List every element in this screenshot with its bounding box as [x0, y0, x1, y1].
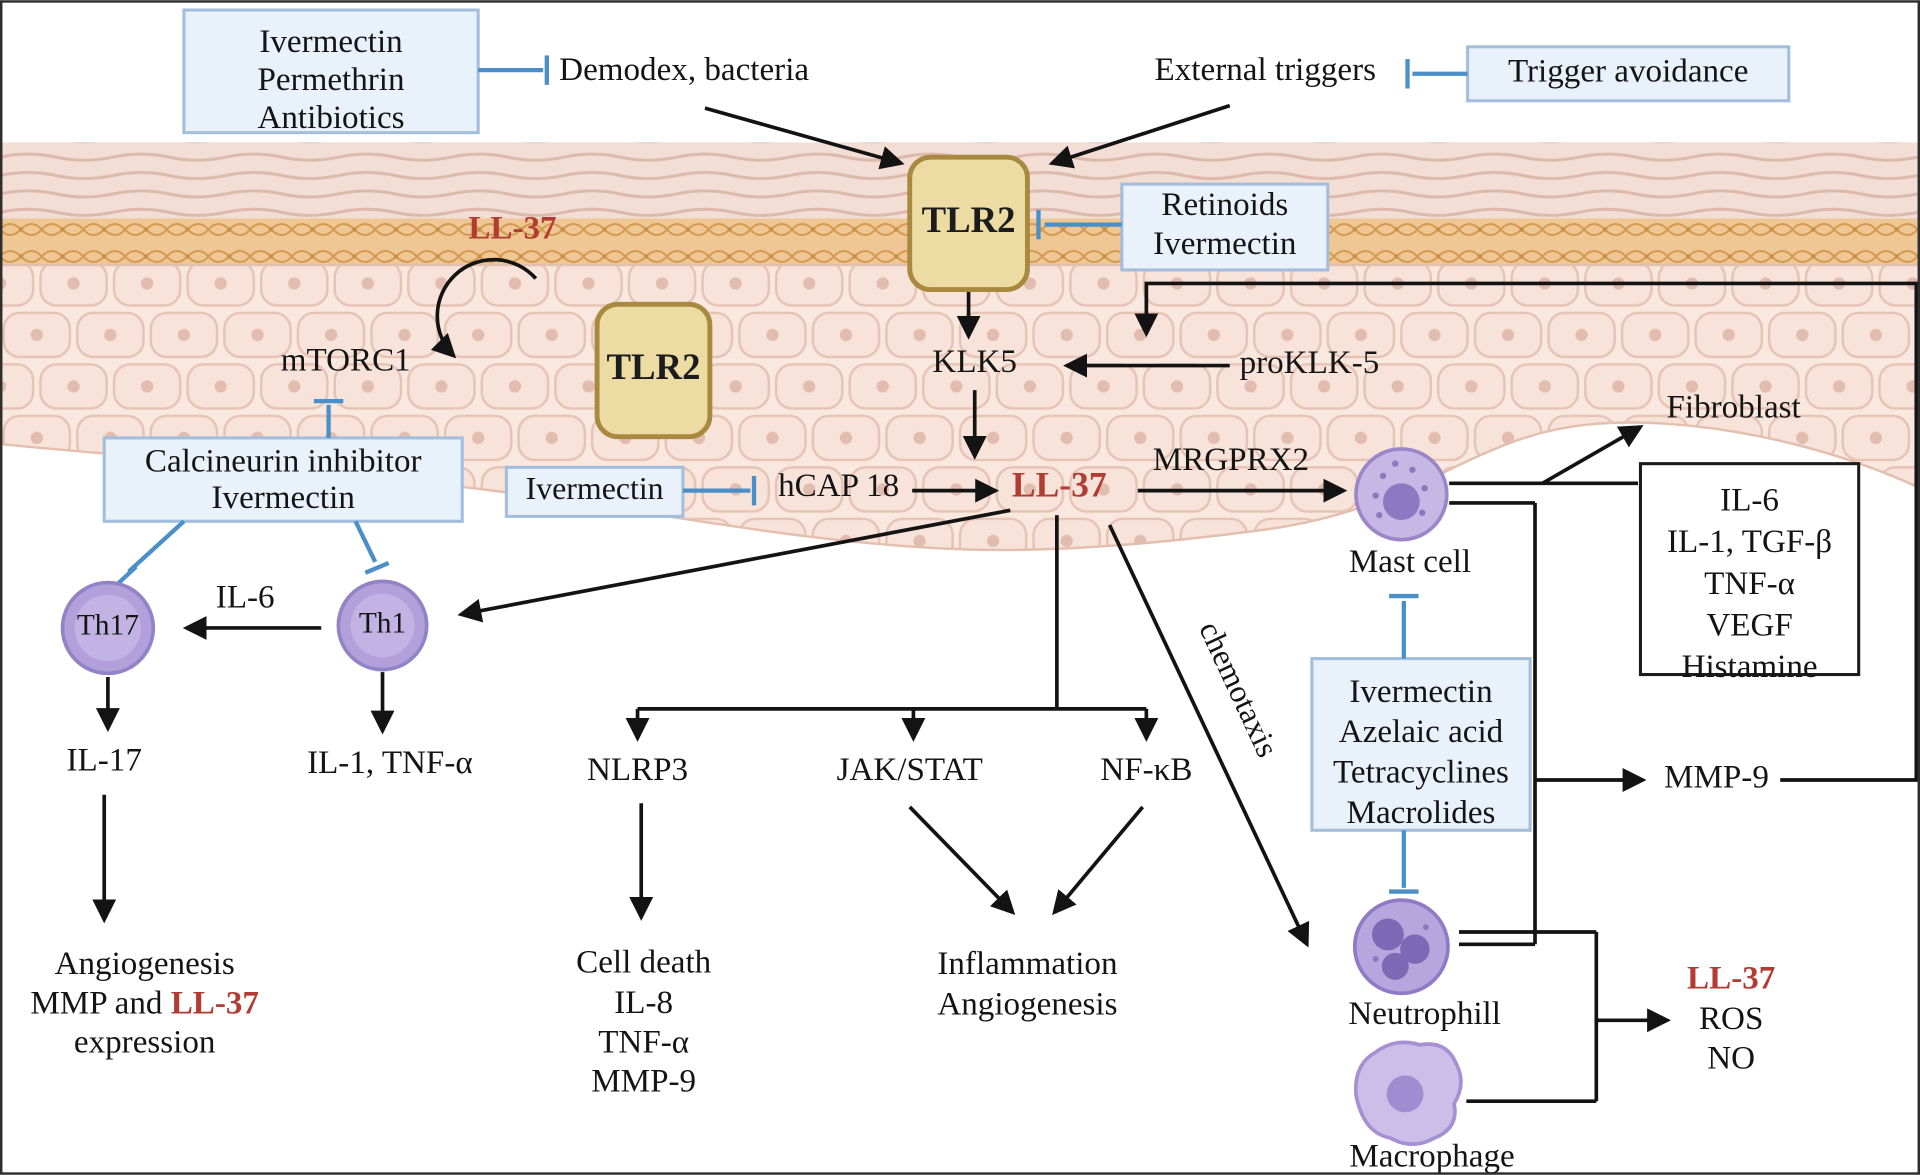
th17-cell: Th17 — [60, 580, 156, 676]
proklk5-label: proKLK-5 — [1240, 345, 1380, 381]
nlrp3-output-3: TNF-α — [598, 1024, 689, 1060]
angiogenesis-line-3: expression — [74, 1024, 216, 1060]
topical-treatments-box: Ivermectin Permethrin Antibiotics — [182, 8, 480, 136]
th1-inhibit-bar — [364, 561, 390, 575]
mediator-line-3: TNF-α — [1704, 566, 1795, 602]
tlr2-lower-box: TLR2 — [594, 301, 713, 440]
retinoids-ivermectin-box: Retinoids Ivermectin — [1120, 182, 1330, 272]
mast-cell — [1354, 447, 1449, 542]
phagocyte-outputs: LL-37 ROS NO — [1687, 961, 1775, 1077]
demodex-to-tlr2-arrow — [704, 106, 905, 170]
mrgprx2-label: MRGPRX2 — [1153, 442, 1309, 478]
mmp9-to-proklk5-loop-arrow — [1134, 281, 1919, 782]
ll37-cycle-arrow — [430, 257, 538, 359]
systemic-line-1: Ivermectin — [1349, 674, 1493, 710]
mediator-line-4: VEGF — [1706, 608, 1792, 644]
inflammation-outputs: Inflammation Angiogenesis — [937, 946, 1118, 1022]
treatments-line-3: Antibiotics — [257, 100, 404, 136]
mediator-box: IL-6 IL-1, TGF-β TNF-α VEGF Histamine — [1638, 462, 1861, 685]
il17-label: IL-17 — [67, 742, 142, 778]
phagocyte-output-no: NO — [1707, 1040, 1755, 1076]
systemic-treatments-box: Ivermectin Azelaic acid Tetracyclines Ma… — [1310, 657, 1532, 832]
right-collectors — [1449, 501, 1672, 1104]
trigger-avoidance-label: Trigger avoidance — [1508, 53, 1748, 89]
macrophage-label: Macrophage — [1349, 1138, 1514, 1174]
nlrp3-output-1: Cell death — [576, 945, 712, 981]
phagocyte-output-ll37: LL-37 — [1687, 961, 1775, 997]
angiogenesis-line-2: MMP and LL-37 — [30, 985, 259, 1021]
th17-label: Th17 — [77, 610, 139, 642]
calcineurin-inhibits-th17-line — [127, 519, 186, 574]
phagocyte-output-ros: ROS — [1699, 1001, 1763, 1037]
nlrp3-outputs: Cell death IL-8 TNF-α MMP-9 — [576, 945, 712, 1100]
calcineurin-inhibits-th1-line — [353, 520, 378, 563]
triggers-to-tlr2-arrow — [1048, 103, 1231, 169]
mediator-line-2: IL-1, TGF-β — [1667, 524, 1832, 560]
jak-stat-label: JAK/STAT — [837, 752, 983, 788]
mtorc1-label: mTORC1 — [281, 343, 411, 379]
calcineurin-line-1: Calcineurin inhibitor — [145, 443, 422, 479]
tlr2-upper-box: TLR2 — [907, 154, 1030, 293]
systemic-line-2: Azelaic acid — [1339, 714, 1504, 750]
mediator-line-5: Histamine — [1682, 649, 1818, 685]
th17-inhibit-bar — [115, 565, 138, 587]
neutrophil-macrophage-bracket — [1459, 930, 1599, 1104]
calcineurin-box: Calcineurin inhibitor Ivermectin — [102, 436, 464, 523]
systemic-line-4: Macrolides — [1347, 795, 1496, 831]
systemic-line-3: Tetracyclines — [1333, 755, 1509, 791]
hcap18-label: hCAP 18 — [778, 468, 899, 504]
retinoids-line-1: Retinoids — [1161, 187, 1288, 223]
ll37-main-label: LL-37 — [1012, 464, 1107, 504]
nlrp3-output-4: MMP-9 — [591, 1064, 696, 1100]
th1-label: Th1 — [359, 607, 406, 639]
macrophage-cell — [1353, 1040, 1463, 1146]
trigger-avoidance-box: Trigger avoidance — [1466, 45, 1791, 103]
mast-cell-label: Mast cell — [1349, 544, 1471, 580]
angiogenesis-line-1: Angiogenesis — [55, 946, 235, 982]
il6-label: IL-6 — [216, 579, 275, 615]
ll37-loop-label: LL-37 — [468, 210, 556, 246]
inflammation-output-1: Inflammation — [937, 946, 1118, 982]
ivermectin-hcap-label: Ivermectin — [526, 471, 664, 506]
mediator-line-1: IL-6 — [1720, 482, 1779, 518]
treatments-line-1: Ivermectin — [259, 24, 403, 60]
mastcell-neutrophil-bracket — [1449, 501, 1537, 947]
top-connectors — [478, 55, 1468, 240]
neutrophil-label: Neutrophill — [1348, 996, 1501, 1032]
external-triggers-label: External triggers — [1155, 52, 1376, 88]
il1-tnfa-label: IL-1, TNF-α — [307, 745, 473, 781]
tlr2-upper-label: TLR2 — [922, 199, 1016, 240]
th1-cell: Th1 — [336, 579, 429, 672]
ivermectin-hcap-box: Ivermectin — [504, 465, 685, 518]
angiogenesis-output: Angiogenesis MMP and LL-37 expression — [30, 946, 259, 1060]
fibroblast-label: Fibroblast — [1667, 389, 1801, 425]
tlr2-lower-label: TLR2 — [606, 346, 700, 387]
neutrophil-cell — [1352, 898, 1450, 996]
nlrp3-label: NLRP3 — [587, 752, 688, 788]
klk5-label: KLK5 — [932, 344, 1017, 380]
inflammation-output-2: Angiogenesis — [937, 986, 1117, 1022]
mmp9-label: MMP-9 — [1664, 760, 1769, 796]
treatments-line-2: Permethrin — [258, 62, 406, 98]
calcineurin-line-2: Ivermectin — [212, 480, 356, 516]
ll37-chemotaxis-arrow — [1107, 524, 1310, 948]
nfkb-to-inflammation-arrow — [1052, 805, 1145, 916]
nlrp3-output-2: IL-8 — [614, 985, 673, 1021]
retinoids-line-2: Ivermectin — [1153, 226, 1297, 262]
demodex-label: Demodex, bacteria — [559, 52, 809, 88]
jakstat-to-inflammation-arrow — [908, 805, 1016, 915]
ll37-to-th1-arrow — [457, 508, 1011, 623]
nfkb-label: NF-κB — [1100, 752, 1192, 788]
mastcell-to-fibroblast-arrow — [1541, 425, 1644, 485]
